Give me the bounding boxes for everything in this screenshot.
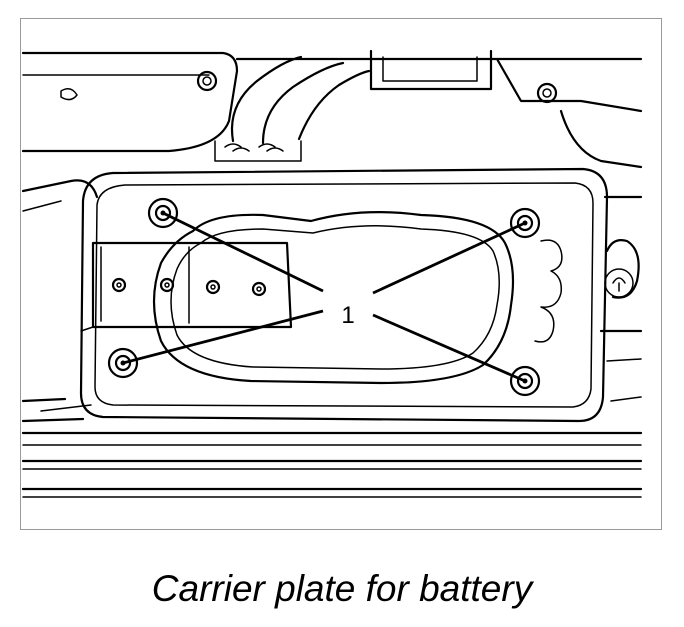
callout-backing [331, 297, 365, 329]
battery-clamp-bracket [80, 241, 293, 332]
carrier-plate-illustration: 1 [21, 49, 643, 498]
leader-lines [122, 211, 526, 383]
hose-bundle [214, 55, 371, 162]
callout-number: 1 [341, 302, 354, 329]
lower-frame-rails [21, 417, 643, 498]
upper-body-structure [21, 49, 643, 169]
fixing-bolts [107, 197, 541, 397]
right-bracket [599, 195, 643, 402]
left-body-panel [21, 179, 99, 412]
illustration-frame: 1 [20, 18, 662, 530]
figure-caption: Carrier plate for battery [151, 568, 533, 609]
carrier-plate [79, 167, 609, 423]
